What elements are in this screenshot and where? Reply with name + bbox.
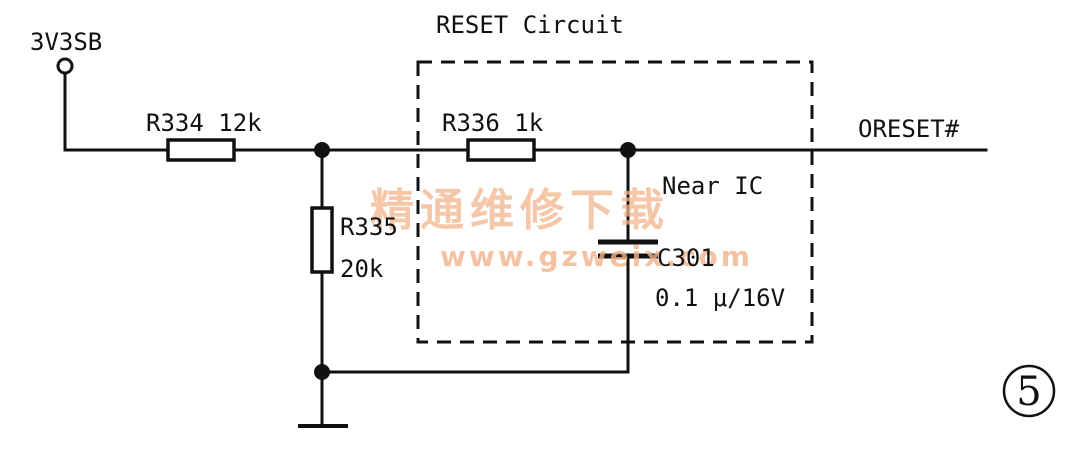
resistor-r336	[466, 138, 536, 162]
watermark-url: www.gzweix.com	[440, 240, 753, 273]
figure-number-circle	[1002, 364, 1056, 418]
watermark-chinese: 精通维修下载	[370, 185, 670, 236]
c301-ref-label: C301	[657, 244, 715, 272]
wire-c301-to-ground	[320, 254, 630, 374]
near-ic-label: Near IC	[662, 172, 763, 200]
circuit-title: RESET Circuit	[436, 11, 624, 39]
output-label: ORESET#	[858, 115, 960, 143]
near-ic-boundary	[416, 60, 814, 344]
resistor-r334	[166, 138, 236, 162]
resistor-r335	[310, 206, 334, 274]
junction-dot-r334-r335	[314, 142, 330, 158]
r335-value-label: 20k	[340, 255, 384, 283]
power-pin-terminal	[56, 57, 74, 75]
wire-power-to-r334	[63, 73, 170, 152]
junction-dot-r336-c301	[620, 142, 636, 158]
r335-ref-label: R335	[340, 213, 398, 241]
figure-number: 5	[1016, 369, 1041, 415]
power-label: 3V3SB	[30, 28, 102, 56]
r336-label: R336 1k	[442, 109, 544, 137]
junction-dot-ground	[314, 364, 330, 380]
c301-value-label: 0.1 μ/16V	[655, 284, 785, 312]
r334-label: R334 12k	[146, 109, 262, 137]
